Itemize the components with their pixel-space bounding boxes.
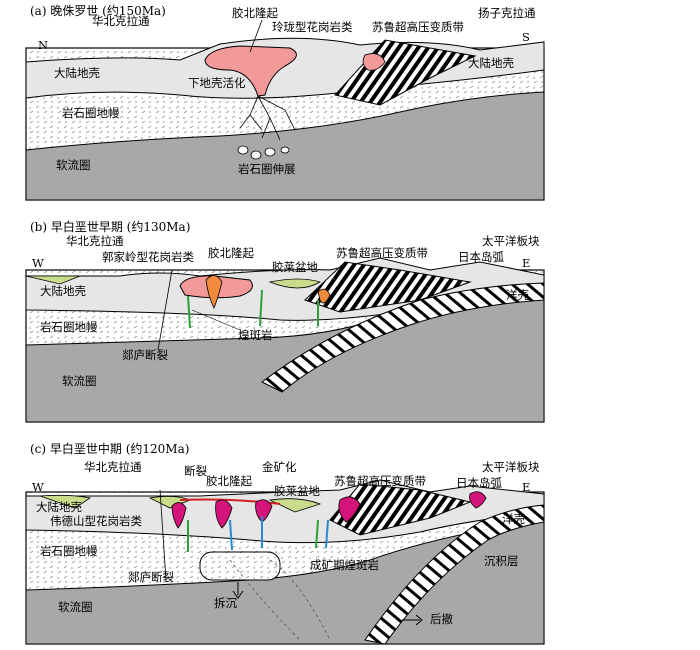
label-crust-b: 大陆地壳: [40, 286, 86, 298]
label-rollback-c: 后撤: [430, 614, 453, 626]
label-w-b: W: [32, 258, 44, 270]
panel-c: [26, 480, 544, 644]
label-lower-crust-a: 下地壳活化: [188, 78, 246, 90]
label-ocean-crust-c: 洋壳: [502, 514, 525, 526]
label-north-china-c: 华北克拉通: [84, 462, 142, 474]
label-mantle-c: 岩石圈地幔: [40, 546, 98, 558]
label-linglong-a: 玲珑型花岗岩类: [272, 22, 353, 34]
label-e-c: E: [522, 482, 530, 494]
panel-b-title: (b) 早白垩世早期 (约130Ma): [30, 218, 190, 235]
label-mantle-b: 岩石圈地幔: [40, 322, 98, 334]
label-crust-c: 大陆地壳: [36, 502, 82, 514]
label-yangtze-a: 扬子克拉通: [478, 8, 536, 20]
label-ocean-crust-b: 洋壳: [506, 290, 529, 302]
label-north-china-a: 华北克拉通: [92, 16, 150, 28]
label-w-c: W: [32, 482, 44, 494]
label-gold-c: 金矿化: [262, 462, 297, 474]
label-n: N: [38, 40, 48, 52]
label-sediment-c: 沉积层: [484, 556, 519, 568]
panel-c-title: (c) 早白垩世中期 (约120Ma): [30, 440, 189, 457]
panel-b: [26, 258, 544, 422]
label-jiaobei-a: 胶北隆起: [232, 8, 278, 20]
label-e-b: E: [522, 258, 530, 270]
label-jiaolai-b: 胶莱盆地: [272, 262, 318, 274]
label-mantle-a: 岩石圈地幔: [62, 108, 120, 120]
label-sulu-b: 苏鲁超高压变质带: [336, 248, 428, 260]
label-crust-left-a: 大陆地壳: [54, 68, 100, 80]
label-jiaolai-c: 胶莱盆地: [274, 486, 320, 498]
label-lamprophyre-b: 煌斑岩: [238, 330, 273, 342]
label-tanlu-b: 郯庐断裂: [122, 350, 168, 362]
label-pacific-b: 太平洋板块: [482, 236, 540, 248]
label-delamination-c: 拆沉: [214, 598, 237, 610]
label-weideshan-c: 伟德山型花岗岩类: [50, 516, 142, 528]
label-japan-arc-c: 日本岛弧: [456, 478, 502, 490]
label-ore-lamprophyre-c: 成矿期煌斑岩: [310, 560, 379, 572]
label-asthenosphere-a: 软流圈: [56, 160, 91, 172]
label-jiaobei-b: 胶北隆起: [208, 248, 254, 260]
label-sulu-a: 苏鲁超高压变质带: [372, 22, 464, 34]
label-asthenosphere-b: 软流圈: [62, 376, 97, 388]
label-tanlu-c: 郯庐断裂: [128, 572, 174, 584]
label-pacific-c: 太平洋板块: [482, 462, 540, 474]
label-north-china-b: 华北克拉通: [66, 236, 124, 248]
label-sulu-c: 苏鲁超高压变质带: [334, 476, 426, 488]
label-crust-right-a: 大陆地壳: [468, 58, 514, 70]
label-asthenosphere-c: 软流圈: [58, 602, 93, 614]
label-guojialing-b: 郭家岭型花岗岩类: [102, 252, 194, 264]
label-jiaobei-c: 胶北隆起: [206, 476, 252, 488]
label-japan-arc-b: 日本岛弧: [458, 252, 504, 264]
panel-c-delaminated-block: [200, 552, 280, 580]
label-s: S: [522, 32, 530, 44]
label-extension-a: 岩石圈伸展: [238, 164, 296, 176]
label-fault-c: 断裂: [184, 466, 207, 478]
